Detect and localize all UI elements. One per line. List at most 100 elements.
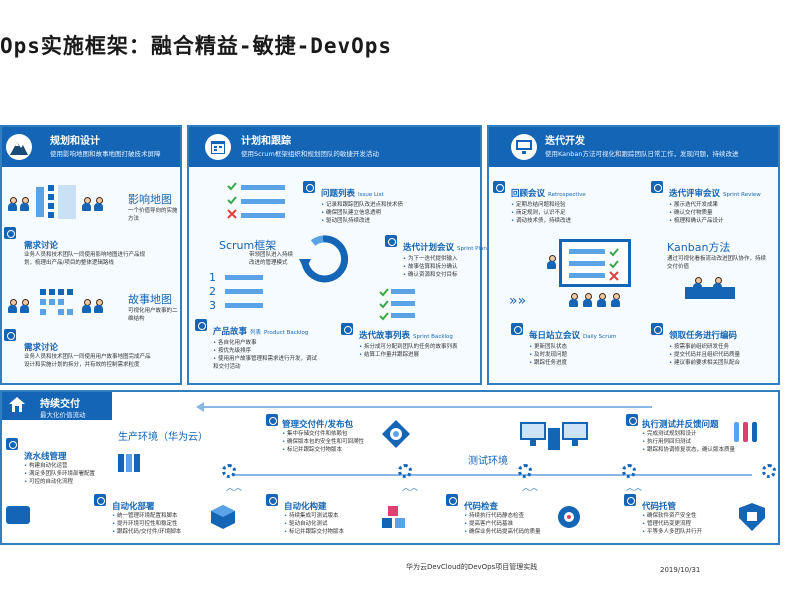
- kanban-card: [569, 249, 605, 254]
- product-backlog-items: 各自化用户故事 按优先级排序 使用用户故事管理和需求进行开发，调试和交付活动: [213, 339, 321, 371]
- prod-env-label: 生产环境（华为云）: [118, 432, 208, 443]
- impact-map-desc: 一个价值导向的实施方法: [128, 208, 178, 222]
- person-icon: [94, 299, 103, 313]
- chevron-up-icon: ︿︿: [226, 483, 242, 492]
- test-items: 完成测试规划和设计 执行用例回归测试 跟踪和协调修复状态，确认版本质量: [642, 430, 742, 454]
- section-badge: [266, 414, 278, 426]
- kanban-desc: 通过可视化看板流动改进团队协作，持续交付价值: [667, 256, 767, 270]
- req1-desc: 业务人员和技术团队一同使用影响地图进行产品规划，梳理出产品/项目的整体逻辑路线: [24, 252, 146, 266]
- standup-items: 更新团队状态 及时发现问题 跟踪任务进度: [529, 343, 629, 367]
- story-map-title: 故事地图: [128, 293, 172, 306]
- section-badge: [266, 494, 278, 506]
- book-icon: [118, 454, 140, 472]
- chevron-up-icon: ︿︿: [626, 483, 642, 492]
- map-block: [48, 185, 54, 191]
- arrow-left-icon: [196, 402, 204, 412]
- section-badge: [4, 329, 16, 341]
- computers-icon: [520, 422, 588, 450]
- pipeline-title: 流水线管理: [24, 452, 67, 462]
- flow-line-middle: [232, 474, 752, 476]
- gear-icon: [398, 464, 412, 478]
- retro-items: 定期总结问题和经验 商定规则，认识不足 调动技术债，持续改进: [511, 201, 621, 225]
- check-title: 代码检查: [464, 502, 499, 512]
- test-tubes-icon: [734, 422, 757, 442]
- desk: [685, 287, 735, 299]
- artifact-items: 集中存储交付件和依赖包 确保版本包的安全性和可回溯性 标记并跟踪交付物版本: [282, 430, 382, 454]
- section-badge: [195, 319, 207, 331]
- scrum-desc: 带领团队进入持续改进的管理模式: [249, 252, 294, 266]
- section-badge: [94, 494, 106, 506]
- package-icon: [382, 420, 410, 448]
- cd-subtitle: 最大化价值流动: [40, 411, 86, 419]
- map-block: [36, 187, 44, 217]
- gear-icon: [222, 464, 236, 478]
- shield-icon: [739, 503, 765, 531]
- section-badge: [626, 414, 638, 426]
- cube-icon: [211, 505, 235, 529]
- section-badge: [651, 323, 663, 335]
- panel-plan-subtitle: 使用影响地图和故事地图打破技术屏障: [50, 150, 161, 158]
- person-icon: [82, 299, 91, 313]
- scrum-cycle-icon: [299, 235, 349, 283]
- story-card: [67, 309, 73, 315]
- monitor-icon: [511, 134, 537, 160]
- person-icon: [94, 197, 103, 211]
- section-badge: [6, 438, 18, 450]
- section-badge: [446, 494, 458, 506]
- map-block: [48, 194, 54, 200]
- story-card: [67, 289, 73, 295]
- check-icon: [227, 196, 237, 205]
- check-icon: [227, 182, 237, 191]
- host-title: 代码托管: [642, 502, 677, 512]
- panel-iter: 迭代开发 使用Kanban方法可视化和跟踪团队日常工作，发现问题，持续改进 回顾…: [487, 125, 780, 385]
- req1-title: 需求讨论: [24, 241, 59, 251]
- story-card: [58, 309, 64, 315]
- test-env-label: 测试环境: [468, 456, 508, 467]
- req2-title: 需求讨论: [24, 343, 59, 353]
- person-icon: [8, 197, 17, 211]
- test-title: 执行测试并反馈问题: [642, 420, 719, 430]
- cross-icon: [609, 271, 619, 281]
- panel-plan-title: 规划和设计: [50, 136, 100, 147]
- kanban-card: [569, 273, 605, 278]
- panel-track-title: 计划和跟踪: [241, 136, 291, 147]
- section-badge: [303, 181, 315, 193]
- map-block: [48, 203, 54, 209]
- person-icon: [547, 255, 556, 269]
- checklist-bar: [391, 289, 415, 294]
- story-card: [58, 299, 64, 305]
- section-badge: [651, 181, 663, 193]
- person-icon: [583, 293, 592, 307]
- disc-icon: [558, 506, 580, 528]
- panel-iter-subtitle: 使用Kanban方法可视化和跟踪团队日常工作，发现问题，持续改进: [545, 150, 739, 158]
- check-icon: [379, 312, 389, 321]
- section-badge: [511, 323, 523, 335]
- review-items: 展示迭代开发成果 确认交付物质量 梳理和确认产品设计: [669, 201, 775, 225]
- checklist-bar: [241, 199, 285, 204]
- panel-iter-title: 迭代开发: [545, 136, 585, 147]
- checklist-bar: [241, 213, 285, 218]
- person-icon: [8, 299, 17, 313]
- kanban-title: Kanban方法: [667, 241, 731, 254]
- sprint-planning-items: 为下一迭代提供输入 故事估算和拆分确认 确认资源和交付目标: [403, 255, 483, 279]
- panel-plan: 规划和设计 使用影响地图和故事地图打破技术屏障 影响地图 一个价值导向的实施方法…: [0, 125, 182, 385]
- scrum-step-3: 3: [209, 299, 216, 312]
- claim-task-items: 按需事前组织研发任务 提交代码并且组织代码质量 建议事前要求相关团队配合: [669, 343, 777, 367]
- person-icon: [611, 293, 620, 307]
- section-badge: [624, 494, 636, 506]
- section-badge: [4, 227, 16, 239]
- check-icon: [379, 288, 389, 297]
- deploy-items: 统一管理环境配置和脚本 提升环境可控性和稳定性 跟踪代码/交付件/环境脚本: [112, 512, 212, 536]
- backlog-bar: [225, 303, 263, 308]
- artifact-title: 管理交付件/发布包: [282, 420, 354, 430]
- mountain-icon: [6, 134, 32, 160]
- checklist-bar: [391, 301, 415, 306]
- check-icon: [379, 300, 389, 309]
- scrum-step-1: 1: [209, 271, 216, 284]
- story-card: [40, 309, 46, 315]
- checklist-bar: [241, 185, 285, 190]
